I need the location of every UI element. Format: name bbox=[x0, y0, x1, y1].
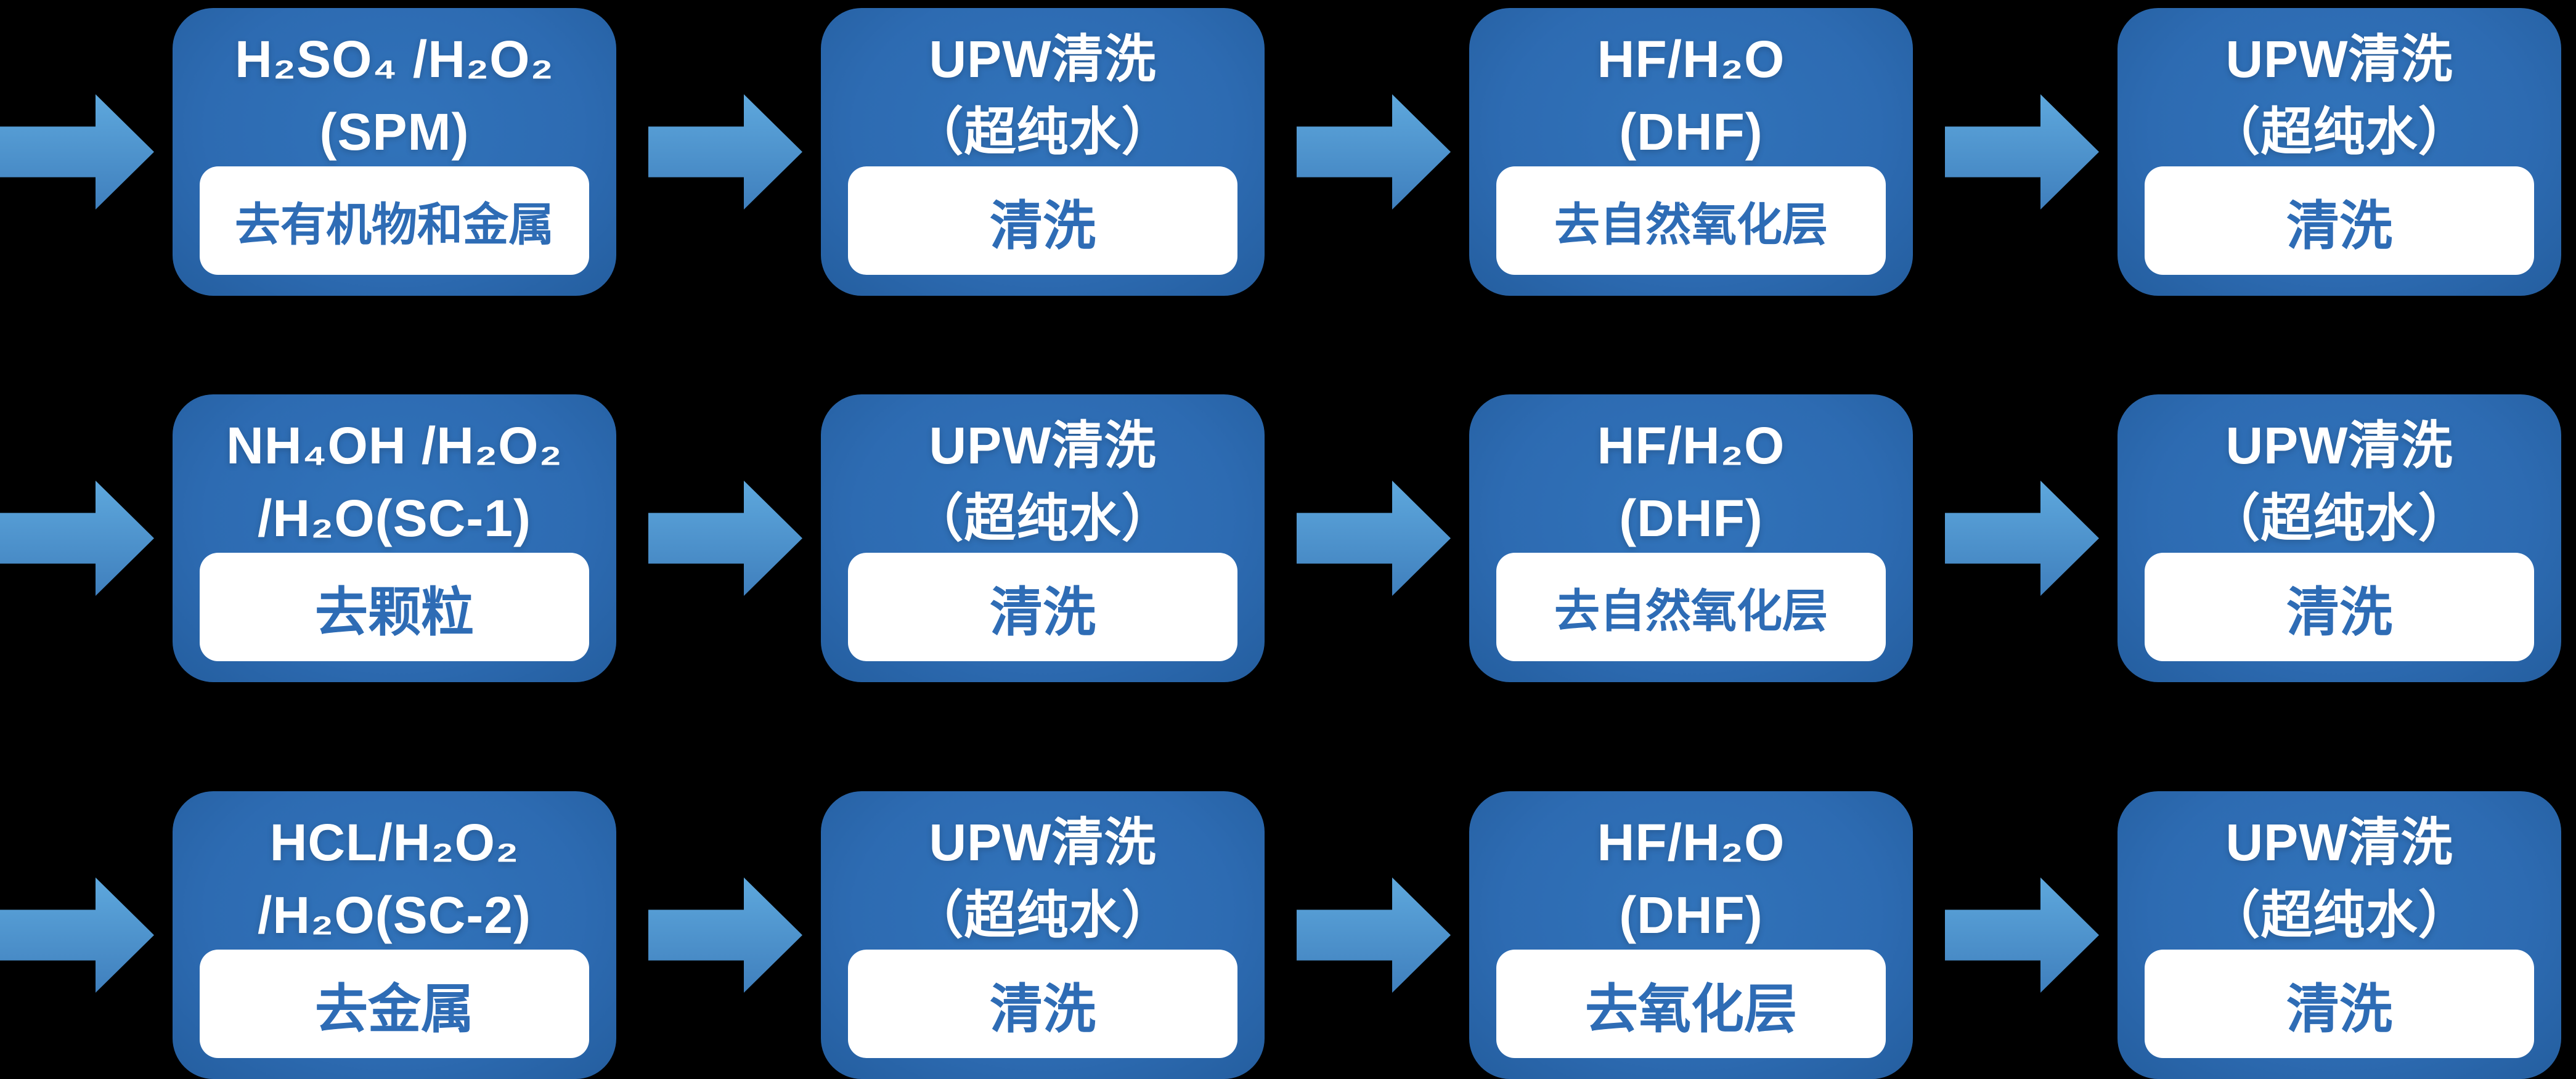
step-title-line2: （超纯水） bbox=[2208, 103, 2471, 161]
step-title: UPW清洗 （超纯水） bbox=[821, 409, 1265, 555]
step-label-text: 去自然氧化层 bbox=[1554, 198, 1828, 250]
step-title-line1: UPW清洗 bbox=[2225, 30, 2453, 88]
step-title: UPW清洗 （超纯水） bbox=[821, 806, 1265, 951]
step-label-text: 去氧化层 bbox=[1585, 979, 1797, 1039]
step-title-line2: （超纯水） bbox=[911, 886, 1174, 944]
process-step-box: HF/H₂O (DHF) 去氧化层 bbox=[1469, 791, 1913, 1079]
step-label-badge: 去自然氧化层 bbox=[1496, 166, 1886, 275]
step-title-line2: (DHF) bbox=[1619, 489, 1763, 547]
step-label-badge: 清洗 bbox=[2145, 553, 2534, 661]
step-title: NH₄OH /H₂O₂/H₂O(SC-1) bbox=[173, 409, 616, 555]
step-title-line2: （超纯水） bbox=[2208, 489, 2471, 547]
flow-arrow-right-icon bbox=[1945, 94, 2099, 210]
flow-arrow-right-icon bbox=[1945, 877, 2099, 993]
step-title-line1: HF/H₂O bbox=[1597, 30, 1785, 88]
flow-arrow-right-icon bbox=[1945, 481, 2099, 596]
step-title-line1: HF/H₂O bbox=[1597, 813, 1785, 871]
process-step-box: UPW清洗 （超纯水） 清洗 bbox=[2117, 8, 2561, 296]
step-title-line2: （超纯水） bbox=[2208, 886, 2471, 944]
step-title-line1: H₂SO₄ /H₂O₂ bbox=[235, 30, 554, 88]
process-step-box: HCL/H₂O₂/H₂O(SC-2) 去金属 bbox=[173, 791, 616, 1079]
step-title: UPW清洗 （超纯水） bbox=[2117, 23, 2561, 168]
flow-arrow-right-icon bbox=[1297, 877, 1451, 993]
process-step-box: HF/H₂O (DHF) 去自然氧化层 bbox=[1469, 394, 1913, 682]
flow-arrow-right-icon bbox=[0, 877, 154, 993]
step-title-line2: /H₂O(SC-2) bbox=[258, 886, 531, 944]
step-title: UPW清洗 （超纯水） bbox=[821, 23, 1265, 168]
flow-arrow-right-icon bbox=[0, 481, 154, 596]
process-step-box: UPW清洗 （超纯水） 清洗 bbox=[821, 791, 1265, 1079]
step-title: UPW清洗 （超纯水） bbox=[2117, 409, 2561, 555]
step-title-line1: HCL/H₂O₂ bbox=[269, 813, 520, 871]
step-title-line1: UPW清洗 bbox=[2225, 813, 2453, 871]
step-title-line1: UPW清洗 bbox=[929, 813, 1157, 871]
step-label-text: 去自然氧化层 bbox=[1554, 585, 1828, 637]
flow-arrow-right-icon bbox=[0, 94, 154, 210]
step-title: HF/H₂O (DHF) bbox=[1469, 806, 1913, 951]
step-label-text: 清洗 bbox=[2286, 582, 2392, 642]
step-label-badge: 清洗 bbox=[2145, 166, 2534, 275]
step-label-badge: 清洗 bbox=[848, 553, 1237, 661]
step-label-text: 去颗粒 bbox=[315, 582, 474, 642]
flow-arrow-right-icon bbox=[648, 877, 802, 993]
step-title-line2: （超纯水） bbox=[911, 103, 1174, 161]
step-title-line1: NH₄OH /H₂O₂ bbox=[226, 417, 563, 474]
step-title-line1: UPW清洗 bbox=[929, 30, 1157, 88]
process-row-1: H₂SO₄ /H₂O₂ (SPM) 去有机物和金属 UPW清洗 （超纯水） 清洗 HF/H₂… bbox=[0, 8, 2576, 296]
step-label-text: 去金属 bbox=[315, 979, 474, 1039]
step-title-line1: HF/H₂O bbox=[1597, 417, 1785, 474]
step-title-line2: (SPM) bbox=[319, 103, 470, 161]
step-label-text: 清洗 bbox=[990, 979, 1096, 1039]
step-title-line2: （超纯水） bbox=[911, 489, 1174, 547]
step-title-line1: UPW清洗 bbox=[929, 417, 1157, 474]
step-label-badge: 去有机物和金属 bbox=[200, 166, 589, 275]
step-title: H₂SO₄ /H₂O₂ (SPM) bbox=[173, 23, 616, 168]
step-label-badge: 清洗 bbox=[2145, 950, 2534, 1058]
step-label-badge: 去氧化层 bbox=[1496, 950, 1886, 1058]
step-label-text: 清洗 bbox=[990, 196, 1096, 256]
flow-arrow-right-icon bbox=[1297, 94, 1451, 210]
step-label-badge: 清洗 bbox=[848, 166, 1237, 275]
step-label-text: 去有机物和金属 bbox=[235, 198, 554, 250]
step-label-badge: 去金属 bbox=[200, 950, 589, 1058]
step-title: HF/H₂O (DHF) bbox=[1469, 23, 1913, 168]
process-row-3: HCL/H₂O₂/H₂O(SC-2) 去金属 UPW清洗 （超纯水） 清洗 HF/H₂O (… bbox=[0, 791, 2576, 1079]
process-step-box: HF/H₂O (DHF) 去自然氧化层 bbox=[1469, 8, 1913, 296]
step-title-line2: /H₂O(SC-1) bbox=[258, 489, 531, 547]
step-title: HCL/H₂O₂/H₂O(SC-2) bbox=[173, 806, 616, 951]
step-label-text: 清洗 bbox=[2286, 979, 2392, 1039]
process-step-box: UPW清洗 （超纯水） 清洗 bbox=[2117, 394, 2561, 682]
flow-arrow-right-icon bbox=[1297, 481, 1451, 596]
process-step-box: UPW清洗 （超纯水） 清洗 bbox=[2117, 791, 2561, 1079]
step-title-line2: (DHF) bbox=[1619, 886, 1763, 944]
step-label-text: 清洗 bbox=[990, 582, 1096, 642]
step-title: HF/H₂O (DHF) bbox=[1469, 409, 1913, 555]
step-label-text: 清洗 bbox=[2286, 196, 2392, 256]
flow-arrow-right-icon bbox=[648, 94, 802, 210]
step-title-line2: (DHF) bbox=[1619, 103, 1763, 161]
process-step-box: UPW清洗 （超纯水） 清洗 bbox=[821, 394, 1265, 682]
step-title-line1: UPW清洗 bbox=[2225, 417, 2453, 474]
step-label-badge: 清洗 bbox=[848, 950, 1237, 1058]
process-step-box: NH₄OH /H₂O₂/H₂O(SC-1) 去颗粒 bbox=[173, 394, 616, 682]
step-title: UPW清洗 （超纯水） bbox=[2117, 806, 2561, 951]
process-row-2: NH₄OH /H₂O₂/H₂O(SC-1) 去颗粒 UPW清洗 （超纯水） 清洗 HF/H… bbox=[0, 394, 2576, 682]
step-label-badge: 去自然氧化层 bbox=[1496, 553, 1886, 661]
process-step-box: H₂SO₄ /H₂O₂ (SPM) 去有机物和金属 bbox=[173, 8, 616, 296]
process-step-box: UPW清洗 （超纯水） 清洗 bbox=[821, 8, 1265, 296]
flow-arrow-right-icon bbox=[648, 481, 802, 596]
step-label-badge: 去颗粒 bbox=[200, 553, 589, 661]
